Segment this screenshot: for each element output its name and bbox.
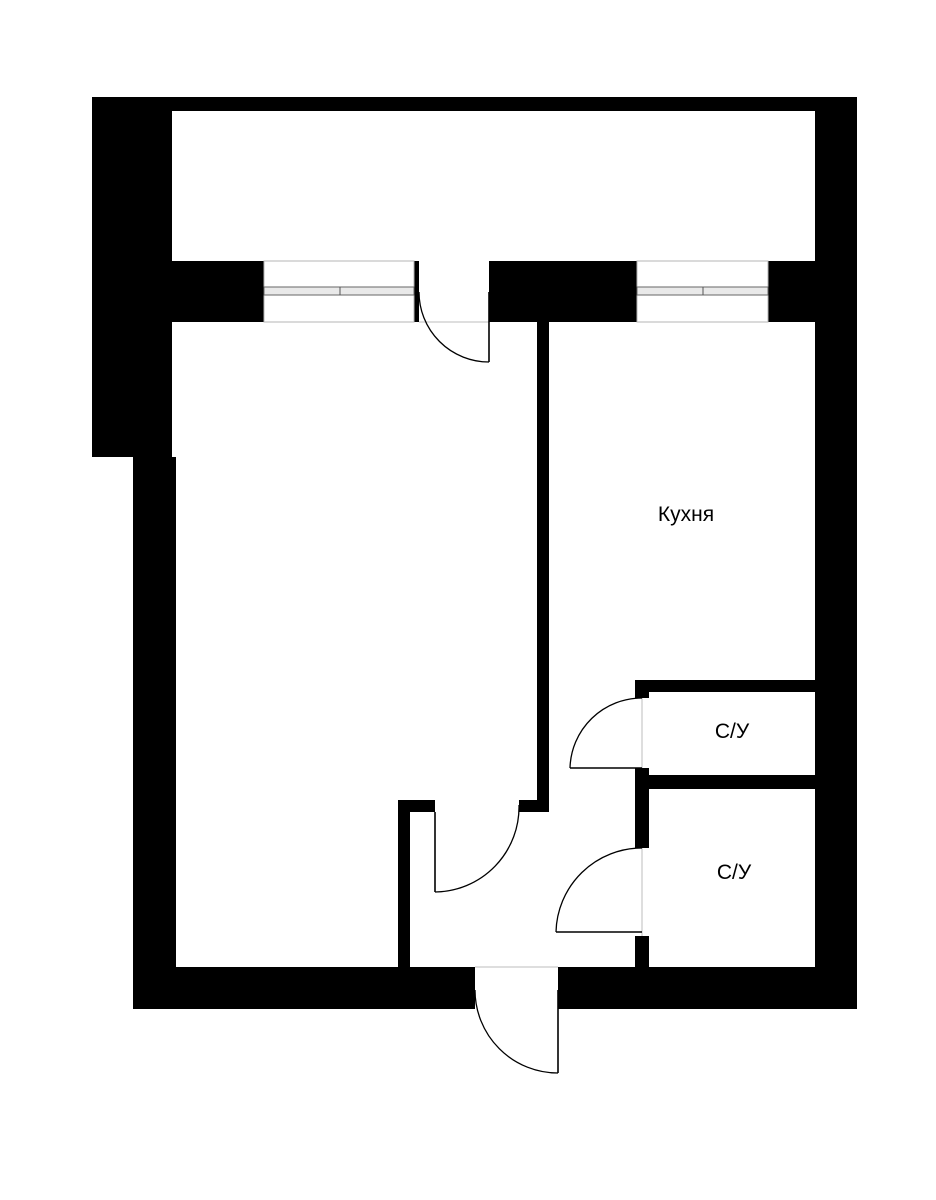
bathroom-wall-left-lower xyxy=(635,936,649,967)
balcony-wall-segment-1 xyxy=(172,261,264,322)
balcony-wall-segment-4 xyxy=(768,261,815,322)
bathroom-upper-label: С/У xyxy=(715,720,750,743)
hall-wall-jog xyxy=(519,800,549,812)
entry-door xyxy=(474,966,559,1074)
bathroom-wall-left-mid xyxy=(635,768,649,848)
room-labels: Кухня С/У С/У xyxy=(658,503,752,884)
balcony-wall xyxy=(172,261,815,322)
bathroom-lower-door xyxy=(555,847,643,936)
wall-left-lower xyxy=(133,457,176,1009)
window-right xyxy=(636,260,769,323)
bathroom-wall-left-upper xyxy=(635,680,649,698)
bathroom-divider xyxy=(649,775,815,789)
wall-left-upper xyxy=(92,97,172,457)
wall-balcony-top xyxy=(92,97,857,111)
hall-wall-vertical xyxy=(398,800,410,967)
interior-walls xyxy=(398,322,815,967)
bathroom-lower-label: С/У xyxy=(717,861,752,884)
wall-right xyxy=(815,97,857,1009)
balcony-door xyxy=(418,291,490,363)
balcony-wall-segment-2 xyxy=(414,261,419,322)
windows xyxy=(263,260,769,323)
living-room-door xyxy=(434,804,520,893)
balcony-wall-segment-3 xyxy=(489,261,637,322)
doors xyxy=(418,291,643,1074)
window-left xyxy=(263,260,415,323)
kitchen-label: Кухня xyxy=(658,503,714,526)
bathroom-wall-top xyxy=(635,680,815,692)
wall-bottom-right xyxy=(558,967,857,1009)
bathroom-upper-door xyxy=(569,697,643,769)
exterior-walls xyxy=(92,97,857,1009)
partition-living-kitchen xyxy=(537,322,549,812)
wall-bottom-left xyxy=(133,967,475,1009)
